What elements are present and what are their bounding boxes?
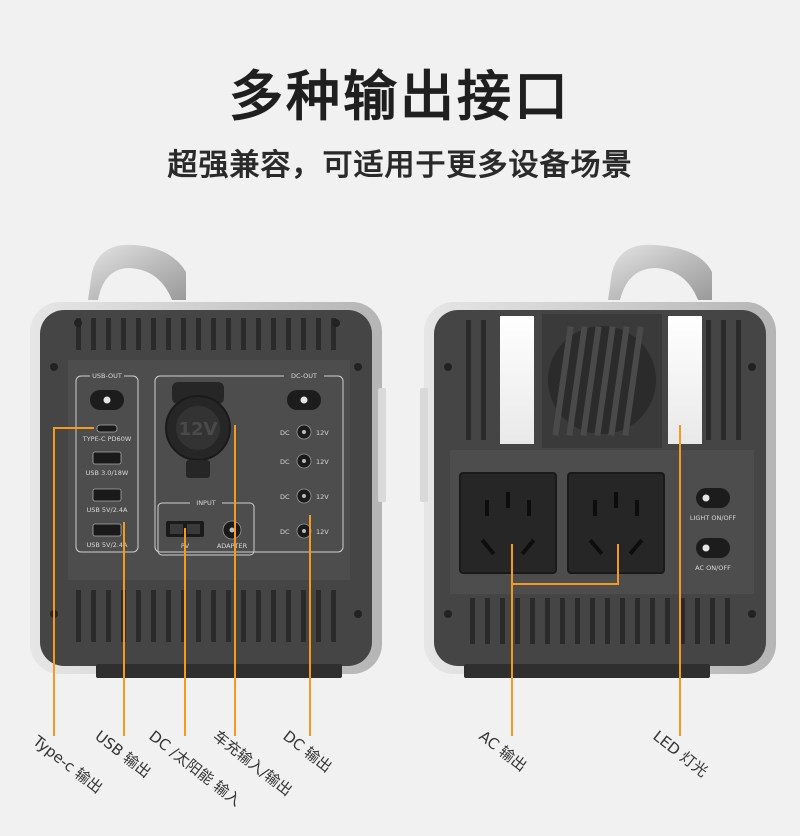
right-handle — [608, 244, 712, 300]
screw-icon — [748, 610, 756, 618]
dc-out-label: DC-OUT — [291, 372, 317, 380]
screw-icon — [50, 363, 58, 371]
usb-port-3[interactable] — [92, 523, 122, 537]
ac-switch[interactable] — [696, 538, 730, 558]
screw-icon — [354, 363, 362, 371]
svg-text:DC: DC — [280, 458, 290, 466]
light-switch[interactable] — [696, 488, 730, 508]
svg-text:DC: DC — [280, 528, 290, 536]
callout-dc-out: DC 输出 — [280, 727, 336, 776]
screw-icon — [444, 610, 452, 618]
svg-text:12V: 12V — [316, 458, 329, 466]
light-switch-label: LIGHT ON/OFF — [690, 514, 737, 522]
svg-text:DC: DC — [280, 493, 290, 501]
left-top-vents — [76, 318, 336, 350]
right-device: LIGHT ON/OFF AC ON/OFF — [420, 244, 776, 678]
screw-icon — [74, 319, 82, 327]
right-bottom-vents — [470, 598, 730, 644]
ac-outlet[interactable] — [567, 472, 665, 574]
adapter-label: ADAPTER — [217, 542, 248, 550]
callout-lines — [53, 425, 681, 736]
ac-outlet[interactable] — [459, 472, 557, 574]
left-device: USB-OUT TYPE-C PD60W USB 3.0/18W USB 5V/… — [30, 244, 386, 678]
usb5a-label: USB 5V/2.4A — [87, 506, 129, 514]
screw-icon — [332, 319, 340, 327]
usb30-label: USB 3.0/18W — [86, 469, 129, 477]
led-light-left — [500, 316, 534, 444]
type-c-label: TYPE-C PD60W — [82, 435, 132, 443]
headline: 多种输出接口 — [229, 65, 571, 128]
left-handle — [88, 244, 186, 300]
type-c-port[interactable] — [96, 424, 118, 433]
input-label: INPUT — [196, 499, 215, 507]
dc-port-row: DC 12V — [280, 453, 329, 469]
callout-usb: USB 输出 — [92, 727, 155, 782]
usb-port-1[interactable] — [92, 451, 122, 465]
led-light-right — [668, 316, 702, 444]
screw-icon — [354, 610, 362, 618]
dc-port-row: DC 12V — [280, 488, 329, 504]
dc-port-row: DC 12V — [280, 424, 329, 440]
callout-ac-out: AC 输出 — [476, 727, 531, 775]
svg-text:12V: 12V — [316, 528, 329, 536]
screw-icon — [444, 363, 452, 371]
svg-text:12V: 12V — [316, 429, 329, 437]
svg-text:DC: DC — [280, 429, 290, 437]
usb-out-label: USB-OUT — [92, 372, 122, 380]
subheadline: 超强兼容，可适用于更多设备场景 — [167, 148, 633, 183]
usb-port-2[interactable] — [92, 488, 122, 502]
ac-switch-label: AC ON/OFF — [695, 564, 731, 572]
lighter-12v-label: 12V — [179, 419, 218, 440]
screw-icon — [748, 363, 756, 371]
fan-grille — [542, 314, 662, 448]
usb5b-label: USB 5V/2.4A — [87, 541, 129, 549]
svg-text:12V: 12V — [316, 493, 329, 501]
